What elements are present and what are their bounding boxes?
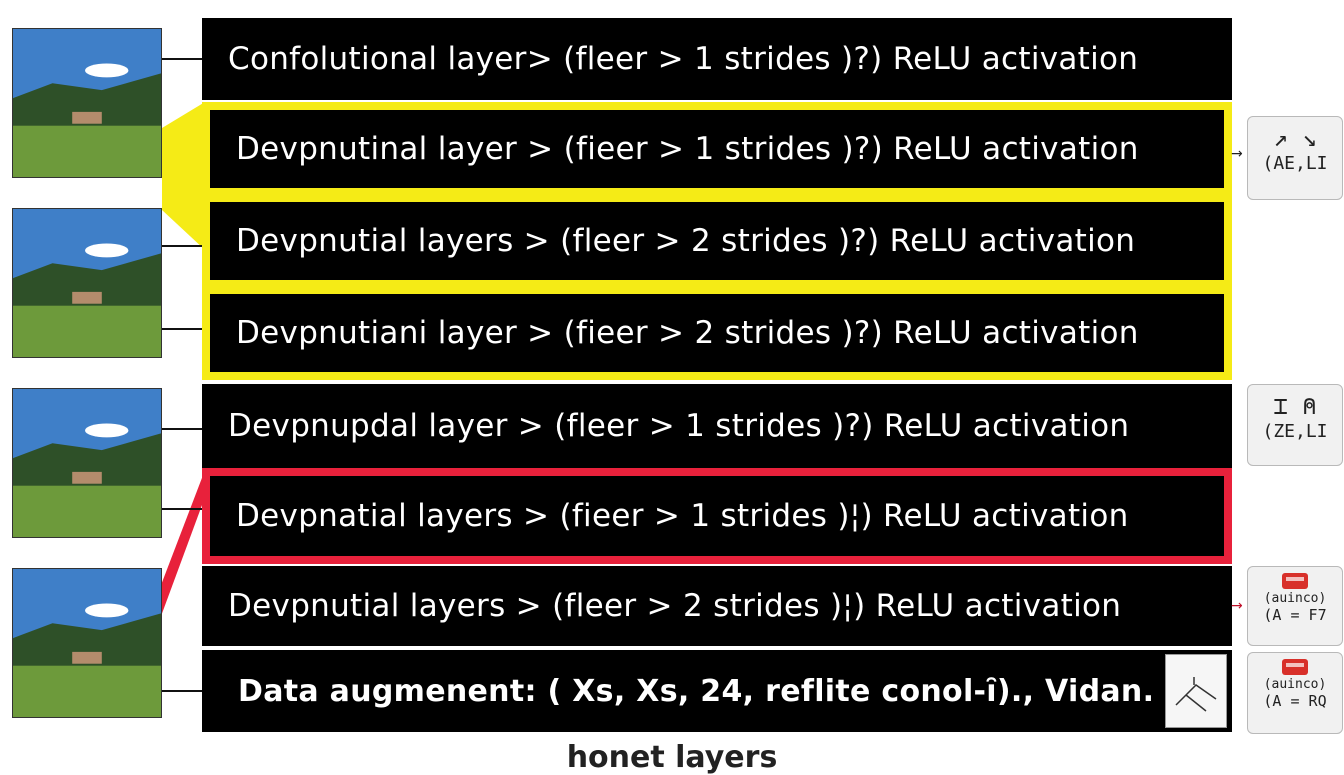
landscape-thumbnail (12, 28, 162, 178)
side-card: ⌶ ⍝ (ZE,LI (1247, 384, 1343, 466)
layer-label: Devpnutial layers > (fleer > 2 strides )… (228, 588, 1122, 624)
chip-icon (1282, 659, 1308, 675)
side-card-code: (ZE,LI (1262, 421, 1328, 442)
side-card-code: (AE,LI (1262, 153, 1328, 174)
layer-bar-highlighted: Devpnutiani layer > (fieer > 2 strides )… (202, 286, 1232, 380)
side-card: ↗ ↘ (AE,LI (1247, 116, 1343, 200)
side-card-code: (A = RQ (1263, 692, 1327, 710)
connector-line (162, 328, 202, 330)
sketch-icon (1165, 654, 1227, 728)
layer-label: Devpnutial layers > (fleer > 2 strides )… (236, 223, 1136, 259)
arrow-icon: ↗ ↘ (1273, 124, 1317, 152)
landscape-thumbnail (12, 388, 162, 538)
layer-bar-highlighted: Devpnutial layers > (fleer > 2 strides )… (202, 194, 1232, 288)
side-card-code: (auinco) (1263, 677, 1327, 692)
landscape-thumbnail (12, 208, 162, 358)
layer-bar: Devpnutial layers > (fleer > 2 strides )… (202, 566, 1232, 646)
layer-label: Devpnutiani layer > (fieer > 2 strides )… (236, 315, 1139, 351)
augmentation-label: Data augmenent: ( Xs, Xs, 24, reflite co… (238, 673, 1155, 709)
side-card: (auinco) (A = F7 (1247, 566, 1343, 646)
connector-line (162, 508, 202, 510)
arrow-icon: → (1231, 598, 1243, 614)
layer-label: Devpnatial layers > (fieer > 1 strides )… (236, 498, 1129, 534)
augmentation-bar: Data augmenent: ( Xs, Xs, 24, reflite co… (202, 650, 1232, 732)
landscape-thumbnail (12, 568, 162, 718)
side-card-code: (auinco) (1263, 591, 1327, 606)
diagram-title: honet layers (566, 740, 778, 775)
layer-label: Confolutional layer> (fleer > 1 strides … (228, 41, 1139, 77)
side-card-code: (A = F7 (1263, 606, 1327, 624)
layer-label: Devpnutinal layer > (fieer > 1 strides )… (236, 131, 1139, 167)
connector-line (162, 690, 202, 692)
chip-icon (1282, 573, 1308, 589)
layer-bar-highlighted: Devpnutinal layer > (fieer > 1 strides )… (202, 102, 1232, 196)
side-card: (auinco) (A = RQ (1247, 652, 1343, 734)
layer-bar: Devpnupdal layer > (fleer > 1 strides )?… (202, 384, 1232, 468)
arrow-icon: → (1231, 146, 1243, 162)
yellow-funnel (162, 102, 205, 250)
connector-line (162, 58, 202, 60)
connector-line (162, 428, 202, 430)
layer-bar-highlighted: Devpnatial layers > (fieer > 1 strides )… (202, 468, 1232, 564)
layer-bar: Confolutional layer> (fleer > 1 strides … (202, 18, 1232, 100)
connector-line (162, 245, 202, 247)
arrow-icon: ⌶ ⍝ (1273, 392, 1317, 420)
layer-label: Devpnupdal layer > (fleer > 1 strides )?… (228, 408, 1130, 444)
